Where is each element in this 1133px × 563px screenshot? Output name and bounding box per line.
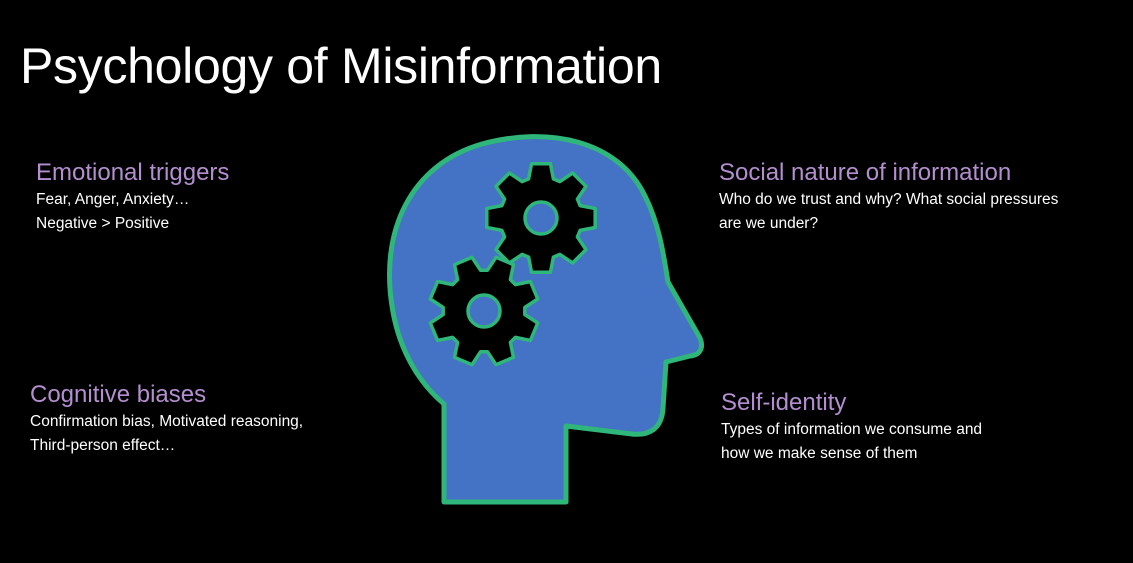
upper-gear	[485, 162, 597, 274]
emotional-triggers-heading: Emotional triggers	[36, 159, 230, 186]
self-identity-heading: Self-identity	[721, 389, 847, 416]
self-identity-line-1: Types of information we consume and	[721, 421, 983, 438]
social-nature-heading: Social nature of information	[719, 159, 1012, 186]
lower-gear	[428, 255, 540, 367]
lower-gear-hole	[466, 293, 502, 329]
social-nature-block: Social nature of information Who do we t…	[719, 158, 1058, 236]
emotional-triggers-line-1: Fear, Anger, Anxiety…	[36, 191, 190, 208]
self-identity-line-2: how we make sense of them	[721, 445, 918, 462]
emotional-triggers-block: Emotional triggers Fear, Anger, Anxiety……	[36, 158, 229, 236]
upper-gear-hole	[523, 200, 559, 236]
head-silhouette	[387, 134, 705, 505]
social-nature-line-2: are we under?	[719, 215, 819, 232]
emotional-triggers-line-2: Negative > Positive	[36, 215, 170, 232]
cognitive-biases-line-2: Third-person effect…	[30, 437, 176, 454]
slide-title: Psychology of Misinformation	[20, 38, 662, 94]
cognitive-biases-heading: Cognitive biases	[30, 381, 207, 408]
cognitive-biases-block: Cognitive biases Confirmation bias, Moti…	[30, 380, 303, 458]
cognitive-biases-line-1: Confirmation bias, Motivated reasoning,	[30, 413, 304, 430]
social-nature-line-1: Who do we trust and why? What social pre…	[719, 191, 1059, 208]
self-identity-block: Self-identity Types of information we co…	[721, 388, 982, 466]
